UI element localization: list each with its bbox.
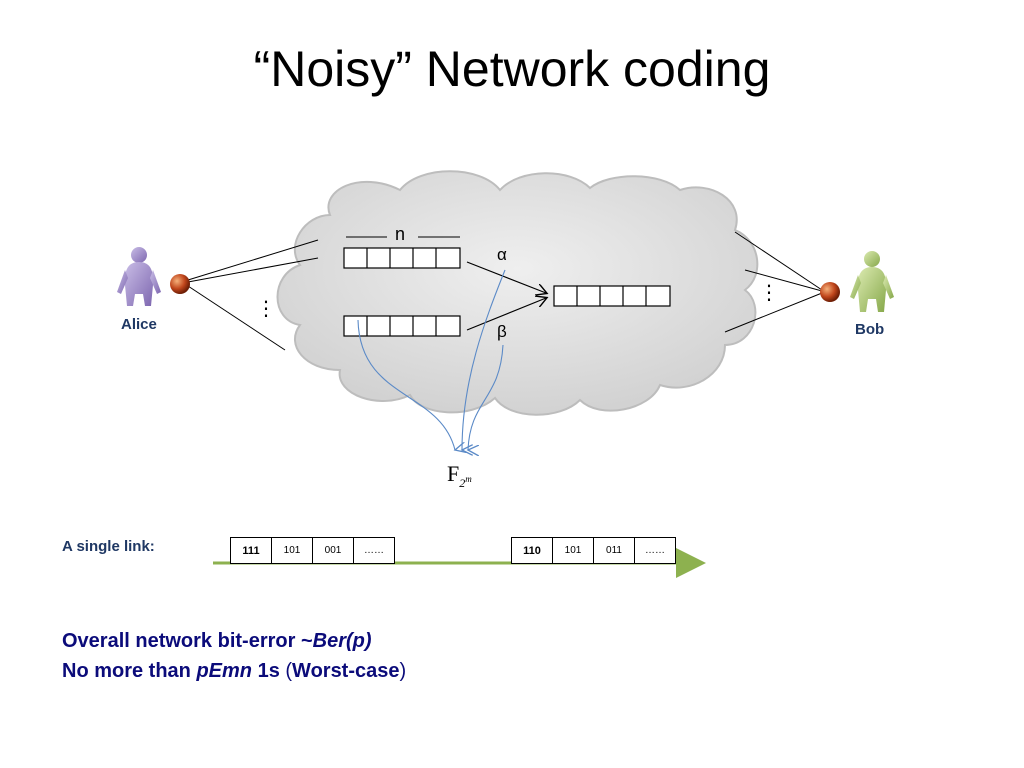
slide-title: “Noisy” Network coding [253, 41, 771, 97]
single-link-label: A single link: [62, 538, 155, 555]
bit-error-line: Overall network bit-error ~Ber(p) [62, 630, 372, 653]
link-packet-2: 110 101 011 …… [511, 537, 676, 564]
link-packet-2-cell: 101 [553, 538, 594, 563]
alice-links [187, 239, 319, 351]
field-arrows [357, 269, 506, 450]
no-more-than-text: No more than [62, 660, 197, 682]
link-packet-2-cell: 011 [594, 538, 635, 563]
ones-text: 1s [252, 660, 286, 682]
pemn-text: pEmn [196, 660, 253, 682]
dots-left: ⋮ [256, 296, 276, 320]
bob-label: Bob [855, 321, 885, 338]
packet-bottom [343, 315, 461, 337]
n-label: n [395, 224, 406, 244]
link-packet-1-cell: 111 [231, 538, 272, 563]
field-sub: 2 [459, 476, 466, 491]
bob-node-icon [820, 282, 840, 302]
paren-close: ) [399, 660, 407, 682]
field-sup: m [465, 474, 472, 485]
worst-case-line: No more than pEmn 1s (Worst-case) [62, 660, 406, 683]
alpha-arrow [466, 261, 546, 293]
dots-right: ⋮ [759, 280, 779, 304]
beta-label: β [497, 322, 507, 341]
worst-case-text: Worst-case [292, 660, 400, 682]
packet-top [343, 247, 461, 269]
link-packet-1-cell: 001 [313, 538, 354, 563]
bob-person-icon [850, 251, 894, 312]
paren-open: ( [285, 660, 293, 682]
ber-text: Ber(p) [312, 630, 372, 652]
field-label: F2m [447, 461, 472, 491]
link-packet-1-cell: …… [364, 545, 384, 556]
bit-error-text: Overall network bit-error ~ [62, 630, 313, 652]
alice-label: Alice [121, 316, 157, 333]
beta-arrow [466, 298, 546, 331]
link-packet-1: 111 101 001 …… [230, 537, 395, 564]
bob-links [724, 231, 823, 333]
alice-person-icon [117, 247, 161, 306]
network-cloud [276, 170, 759, 416]
link-packet-2-cell: …… [645, 545, 665, 556]
link-packet-1-cell: 101 [272, 538, 313, 563]
link-packet-2-cell: 110 [512, 538, 553, 563]
alpha-label: α [497, 245, 507, 264]
packet-output [553, 285, 671, 307]
alice-node-icon [170, 274, 190, 294]
field-base: F [447, 461, 460, 486]
